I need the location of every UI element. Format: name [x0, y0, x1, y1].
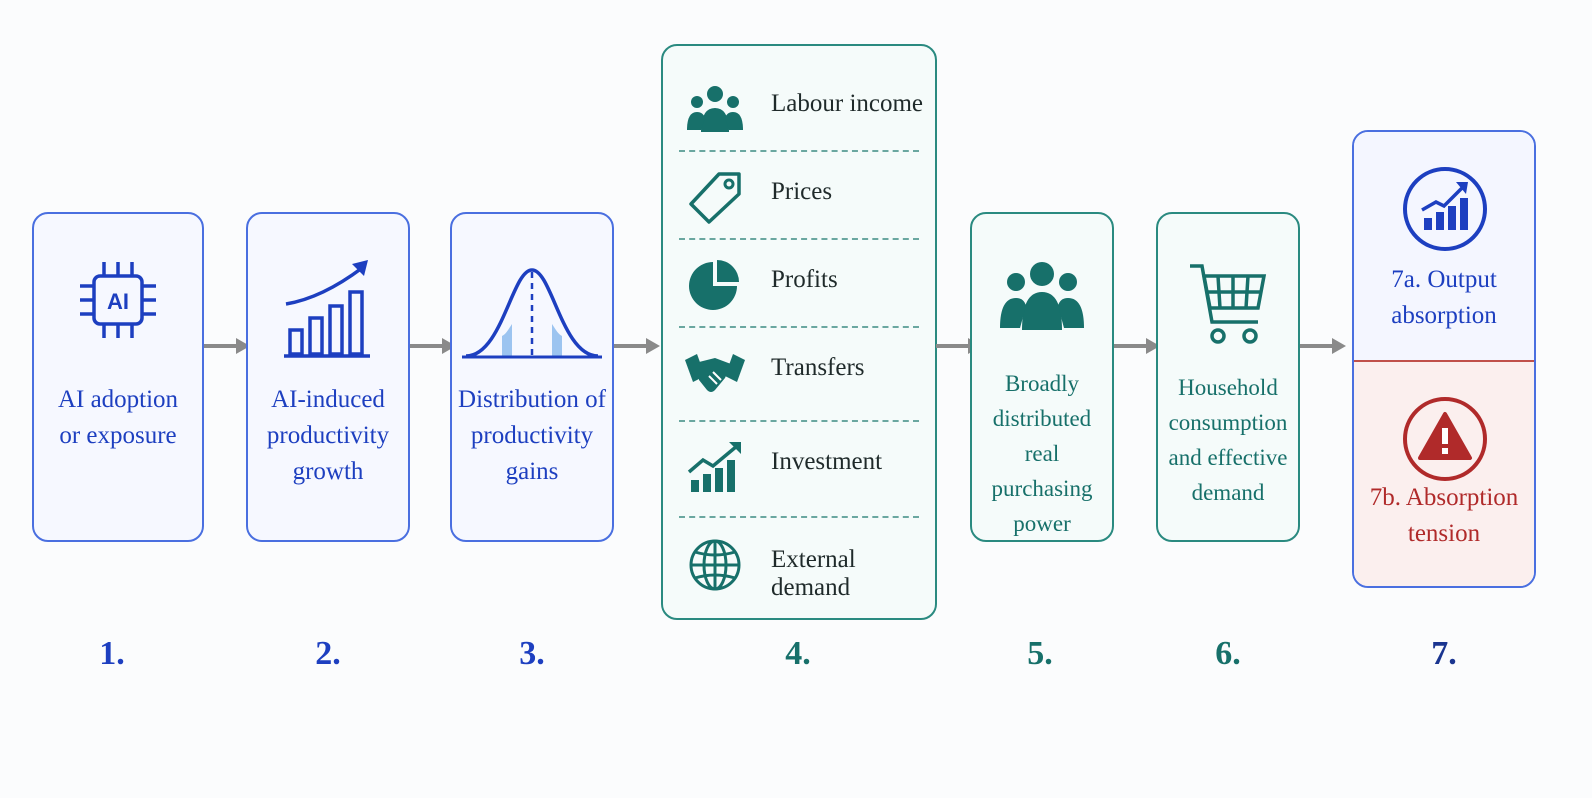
bell-curve-icon [462, 268, 602, 359]
channel-label: Prices [771, 178, 833, 205]
shopping-cart-icon [1190, 264, 1267, 344]
channel-external-demand: External demand [663, 520, 935, 608]
channel-transfers: Transfers [663, 328, 935, 416]
outcome-7a-label: 7a. Output absorption [1391, 266, 1497, 329]
handshake-icon [685, 354, 745, 392]
step-number-4: 4. [785, 635, 811, 672]
step-number-6: 6. [1215, 635, 1241, 672]
ai-chip-icon: AI [80, 262, 156, 338]
step-number-3: 3. [519, 635, 545, 672]
globe-icon [689, 539, 741, 591]
divider [679, 326, 919, 328]
step-2-label: AI-induced productivity growth [266, 386, 390, 485]
growth-badge-icon [1403, 167, 1487, 251]
channel-label: Transfers [771, 354, 865, 381]
outcome-7a-panel: 7a. Output absorption [1354, 132, 1534, 362]
step-1-box: AI AI adoption or exposure [32, 212, 204, 542]
step-6-label: Household consumption and effective dema… [1168, 375, 1288, 505]
channel-label: External demand [771, 546, 856, 601]
arrow-right-icon [1300, 338, 1346, 354]
arrow-right-icon [614, 338, 660, 354]
step-2-box: AI-induced productivity growth [246, 212, 410, 542]
step-3-box: Distribution of productivity gains [450, 212, 614, 542]
divider [679, 238, 919, 240]
price-tag-icon [689, 172, 741, 224]
pie-chart-icon [689, 260, 739, 310]
channel-prices: Prices [663, 152, 935, 240]
warning-icon [1403, 397, 1487, 481]
channel-label: Profits [771, 266, 838, 293]
step-5-box: Broadly distributed real purchasing powe… [970, 212, 1114, 542]
channel-profits: Profits [663, 240, 935, 328]
svg-text:AI: AI [107, 289, 129, 314]
outcome-7b-panel: 7b. Absorption tension [1354, 362, 1534, 586]
people-icon [687, 86, 743, 132]
step-7-outcomes-box: 7a. Output absorption 7b. Absorption ten… [1352, 130, 1536, 588]
arrow-right-icon [1114, 338, 1160, 354]
channel-investment: Investment [663, 422, 935, 510]
group-icon [1000, 262, 1084, 330]
channel-label: Labour income [771, 90, 924, 117]
step-number-5: 5. [1027, 635, 1053, 672]
divider [679, 420, 919, 422]
arrow-right-icon [204, 338, 250, 354]
arrow-right-icon [410, 338, 456, 354]
investment-chart-icon [687, 442, 741, 492]
divider [679, 150, 919, 152]
step-6-box: Household consumption and effective dema… [1156, 212, 1300, 542]
channel-label: Investment [771, 448, 883, 475]
step-number-2: 2. [315, 635, 341, 672]
step-4-channels-box: Labour income Prices Profits Transfe [661, 44, 937, 620]
step-5-label: Broadly distributed real purchasing powe… [991, 371, 1093, 536]
step-number-1: 1. [99, 635, 125, 672]
channel-labour-income: Labour income [663, 64, 935, 152]
outcome-7b-label: 7b. Absorption tension [1369, 484, 1519, 547]
divider [679, 516, 919, 518]
step-1-label: AI adoption or exposure [57, 386, 179, 449]
growth-chart-icon [284, 260, 370, 358]
step-3-label: Distribution of productivity gains [458, 386, 606, 485]
step-number-7: 7. [1431, 635, 1457, 672]
